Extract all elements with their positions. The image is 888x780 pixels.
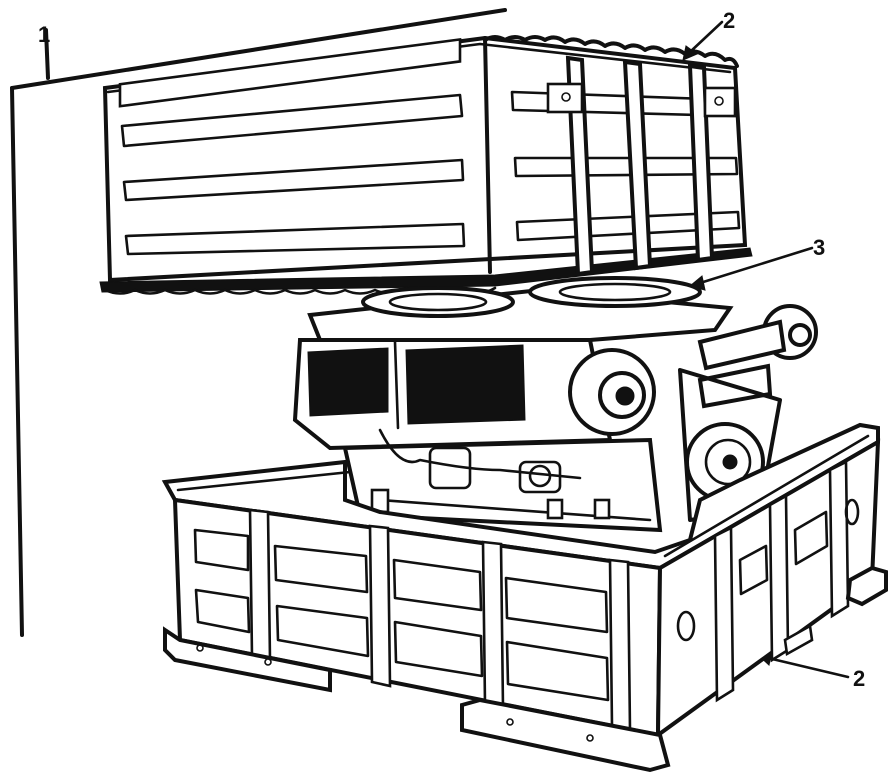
callout-2-bottom: 2 [853, 666, 865, 691]
container-base [161, 422, 888, 773]
wall-outline [10, 8, 507, 637]
callout-1: 1 [38, 22, 50, 47]
callout-3: 3 [813, 235, 825, 260]
callout-2-top: 2 [723, 8, 735, 33]
engine-assembly [292, 276, 818, 533]
container-cover [99, 35, 753, 295]
